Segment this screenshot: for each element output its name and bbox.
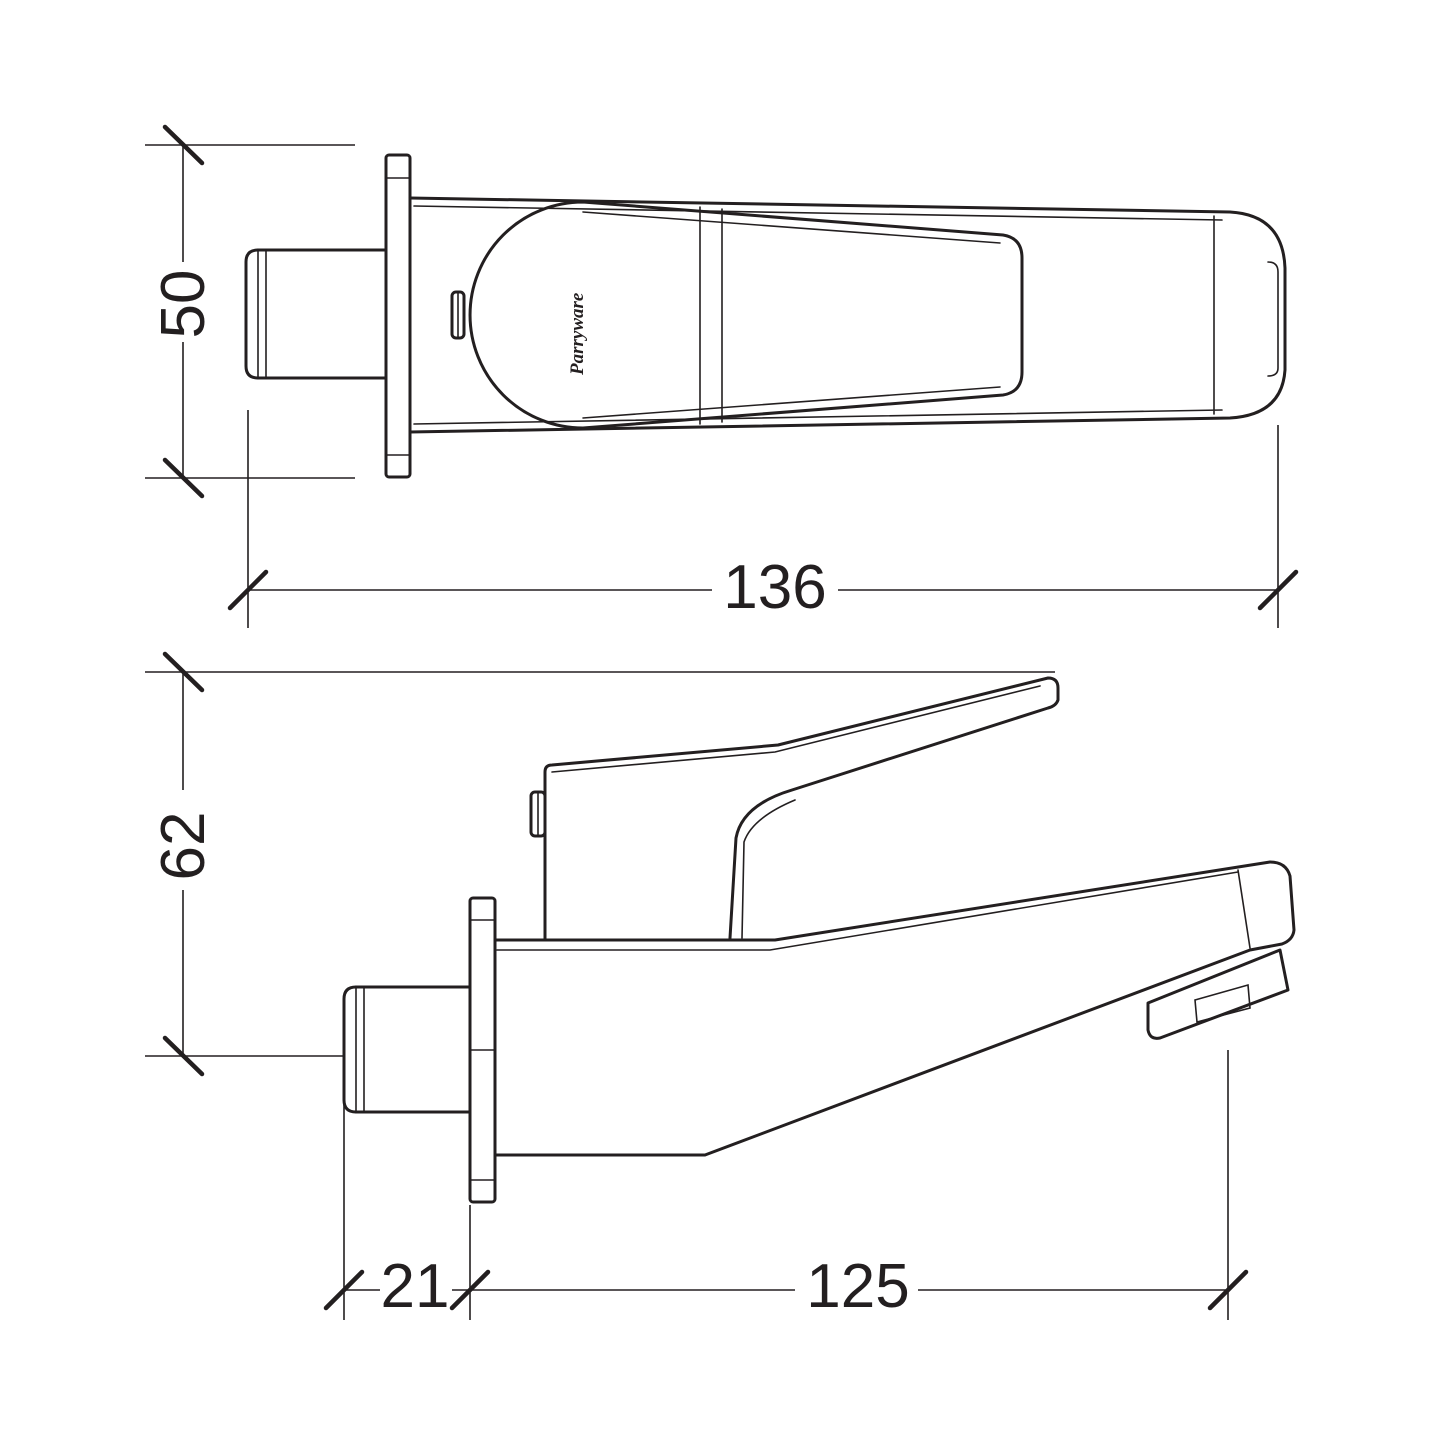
top-view: Parryware (244, 153, 1287, 479)
side-inlet-pipe (342, 985, 472, 1114)
dimension-side-height: 62 (145, 651, 1055, 1077)
dimension-side-reach-label: 125 (806, 1252, 909, 1321)
dimension-top-width: 50 (145, 124, 355, 499)
dimension-side-inlet: 21 (323, 1100, 491, 1321)
dimension-top-width-label: 50 (149, 270, 218, 339)
top-inlet-pipe (244, 248, 388, 380)
dimension-side-height-label: 62 (149, 812, 218, 881)
side-spout-body (493, 860, 1296, 1157)
top-body (408, 196, 1287, 434)
dimension-side-inlet-label: 21 (381, 1252, 450, 1321)
dimension-top-length: 136 (227, 410, 1299, 628)
top-wall-flange (384, 153, 412, 479)
side-lever-handle (529, 676, 1060, 942)
top-lever-handle (450, 200, 1024, 430)
dimension-top-length-label: 136 (723, 553, 826, 622)
brand-logo: Parryware (567, 292, 588, 376)
side-aerator (1146, 948, 1290, 1040)
side-wall-flange (468, 896, 497, 1204)
side-view (342, 676, 1296, 1204)
dimension-side-reach: 125 (470, 1050, 1249, 1321)
